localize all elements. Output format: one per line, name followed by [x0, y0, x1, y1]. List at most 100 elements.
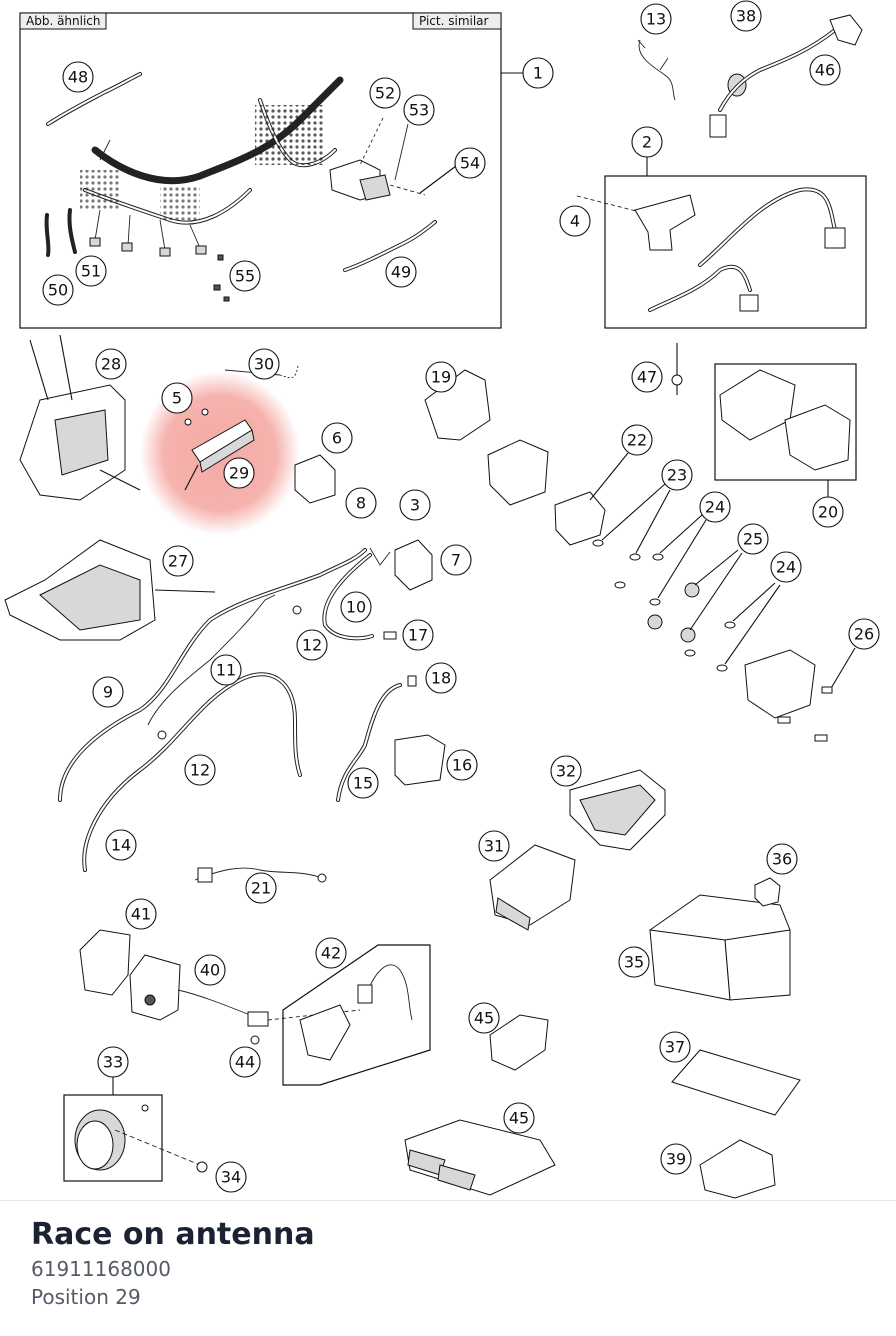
- callout-50[interactable]: 50: [42, 274, 74, 306]
- svg-text:19: 19: [431, 368, 451, 387]
- svg-text:46: 46: [815, 61, 835, 80]
- callout-55[interactable]: 55: [229, 260, 261, 292]
- callout-35[interactable]: 35: [618, 946, 650, 978]
- callout-30[interactable]: 30: [248, 348, 280, 380]
- svg-text:28: 28: [101, 355, 121, 374]
- callout-5[interactable]: 5: [161, 382, 193, 414]
- callout-13[interactable]: 13: [640, 3, 672, 35]
- callout-15[interactable]: 15: [347, 767, 379, 799]
- tag-right-label: Pict. similar: [419, 14, 489, 28]
- callout-4[interactable]: 4: [559, 205, 591, 237]
- svg-text:38: 38: [736, 7, 756, 26]
- callout-32[interactable]: 32: [550, 755, 582, 787]
- callout-40[interactable]: 40: [194, 954, 226, 986]
- svg-text:11: 11: [216, 661, 236, 680]
- callout-53[interactable]: 53: [403, 94, 435, 126]
- svg-text:37: 37: [665, 1038, 685, 1057]
- svg-text:6: 6: [332, 429, 342, 448]
- tag-left-label: Abb. ähnlich: [26, 14, 101, 28]
- svg-text:32: 32: [556, 762, 576, 781]
- callout-24-b[interactable]: 24: [770, 551, 802, 583]
- part-number: 61911168000: [31, 1257, 171, 1281]
- callout-41[interactable]: 41: [125, 898, 157, 930]
- svg-text:49: 49: [391, 263, 411, 282]
- svg-text:41: 41: [131, 905, 151, 924]
- callout-12-a[interactable]: 12: [296, 629, 328, 661]
- callout-45-b[interactable]: 45: [503, 1102, 535, 1134]
- callout-33[interactable]: 33: [97, 1046, 129, 1078]
- callout-45-a[interactable]: 45: [468, 1002, 500, 1034]
- svg-text:55: 55: [235, 267, 255, 286]
- callout-46[interactable]: 46: [809, 54, 841, 86]
- svg-text:29: 29: [229, 464, 249, 483]
- callout-18[interactable]: 18: [425, 662, 457, 694]
- callout-3[interactable]: 3: [399, 489, 431, 521]
- svg-text:53: 53: [409, 101, 429, 120]
- callout-1[interactable]: 1: [522, 57, 554, 89]
- part-29-race-on-antenna[interactable]: [184, 419, 255, 491]
- callout-2[interactable]: 2: [631, 126, 663, 158]
- callout-47[interactable]: 47: [631, 361, 663, 393]
- exploded-parts-diagram: Abb. ähnlich Pict. similar: [4, 0, 880, 1199]
- svg-text:24: 24: [705, 498, 725, 517]
- callout-38[interactable]: 38: [730, 0, 762, 32]
- callout-27[interactable]: 27: [162, 545, 194, 577]
- callout-9[interactable]: 9: [92, 676, 124, 708]
- svg-text:1: 1: [533, 64, 543, 83]
- tag-right-box: [412, 12, 502, 30]
- svg-text:21: 21: [251, 879, 271, 898]
- callout-7[interactable]: 7: [440, 544, 472, 576]
- callout-21[interactable]: 21: [245, 872, 277, 904]
- svg-text:4: 4: [570, 212, 580, 231]
- callout-51[interactable]: 51: [75, 255, 107, 287]
- callout-54[interactable]: 54: [454, 147, 486, 179]
- callout-28[interactable]: 28: [95, 348, 127, 380]
- callout-10[interactable]: 10: [340, 591, 372, 623]
- svg-text:45: 45: [509, 1109, 529, 1128]
- callout-42[interactable]: 42: [315, 937, 347, 969]
- callout-20[interactable]: 20: [812, 496, 844, 528]
- callout-8[interactable]: 8: [345, 487, 377, 519]
- part-position: Position 29: [31, 1285, 141, 1309]
- part-28-bracket: [19, 334, 141, 501]
- callout-24-a[interactable]: 24: [699, 491, 731, 523]
- callout-22[interactable]: 22: [621, 424, 653, 456]
- part-27-tray: [4, 539, 216, 641]
- callout-39[interactable]: 39: [660, 1143, 692, 1175]
- svg-text:42: 42: [321, 944, 341, 963]
- svg-text:31: 31: [484, 837, 504, 856]
- svg-text:34: 34: [221, 1168, 241, 1187]
- svg-text:16: 16: [452, 756, 472, 775]
- callout-48[interactable]: 48: [62, 61, 94, 93]
- svg-text:12: 12: [190, 761, 210, 780]
- svg-text:14: 14: [111, 836, 131, 855]
- callout-31[interactable]: 31: [478, 830, 510, 862]
- callout-49[interactable]: 49: [385, 256, 417, 288]
- svg-text:2: 2: [642, 133, 652, 152]
- part-info-panel: Race on antenna 61911168000 Position 29: [0, 1200, 896, 1336]
- callout-14[interactable]: 14: [105, 829, 137, 861]
- callout-12-b[interactable]: 12: [184, 754, 216, 786]
- callout-6[interactable]: 6: [321, 422, 353, 454]
- svg-text:7: 7: [451, 551, 461, 570]
- callout-34[interactable]: 34: [215, 1161, 247, 1193]
- svg-text:54: 54: [460, 154, 480, 173]
- callout-17[interactable]: 17: [402, 619, 434, 651]
- callout-52[interactable]: 52: [369, 77, 401, 109]
- callout-26[interactable]: 26: [848, 618, 880, 650]
- svg-text:30: 30: [254, 355, 274, 374]
- part-35-battery: [649, 894, 791, 1001]
- callout-23[interactable]: 23: [661, 459, 693, 491]
- callout-29[interactable]: 29: [223, 457, 255, 489]
- svg-text:12: 12: [302, 636, 322, 655]
- callout-16[interactable]: 16: [446, 749, 478, 781]
- svg-text:13: 13: [646, 10, 666, 29]
- callout-44[interactable]: 44: [229, 1046, 261, 1078]
- callout-36[interactable]: 36: [766, 843, 798, 875]
- svg-text:15: 15: [353, 774, 373, 793]
- callout-11[interactable]: 11: [210, 654, 242, 686]
- callout-25[interactable]: 25: [737, 523, 769, 555]
- svg-text:8: 8: [356, 494, 366, 513]
- callout-37[interactable]: 37: [659, 1031, 691, 1063]
- callout-19[interactable]: 19: [425, 361, 457, 393]
